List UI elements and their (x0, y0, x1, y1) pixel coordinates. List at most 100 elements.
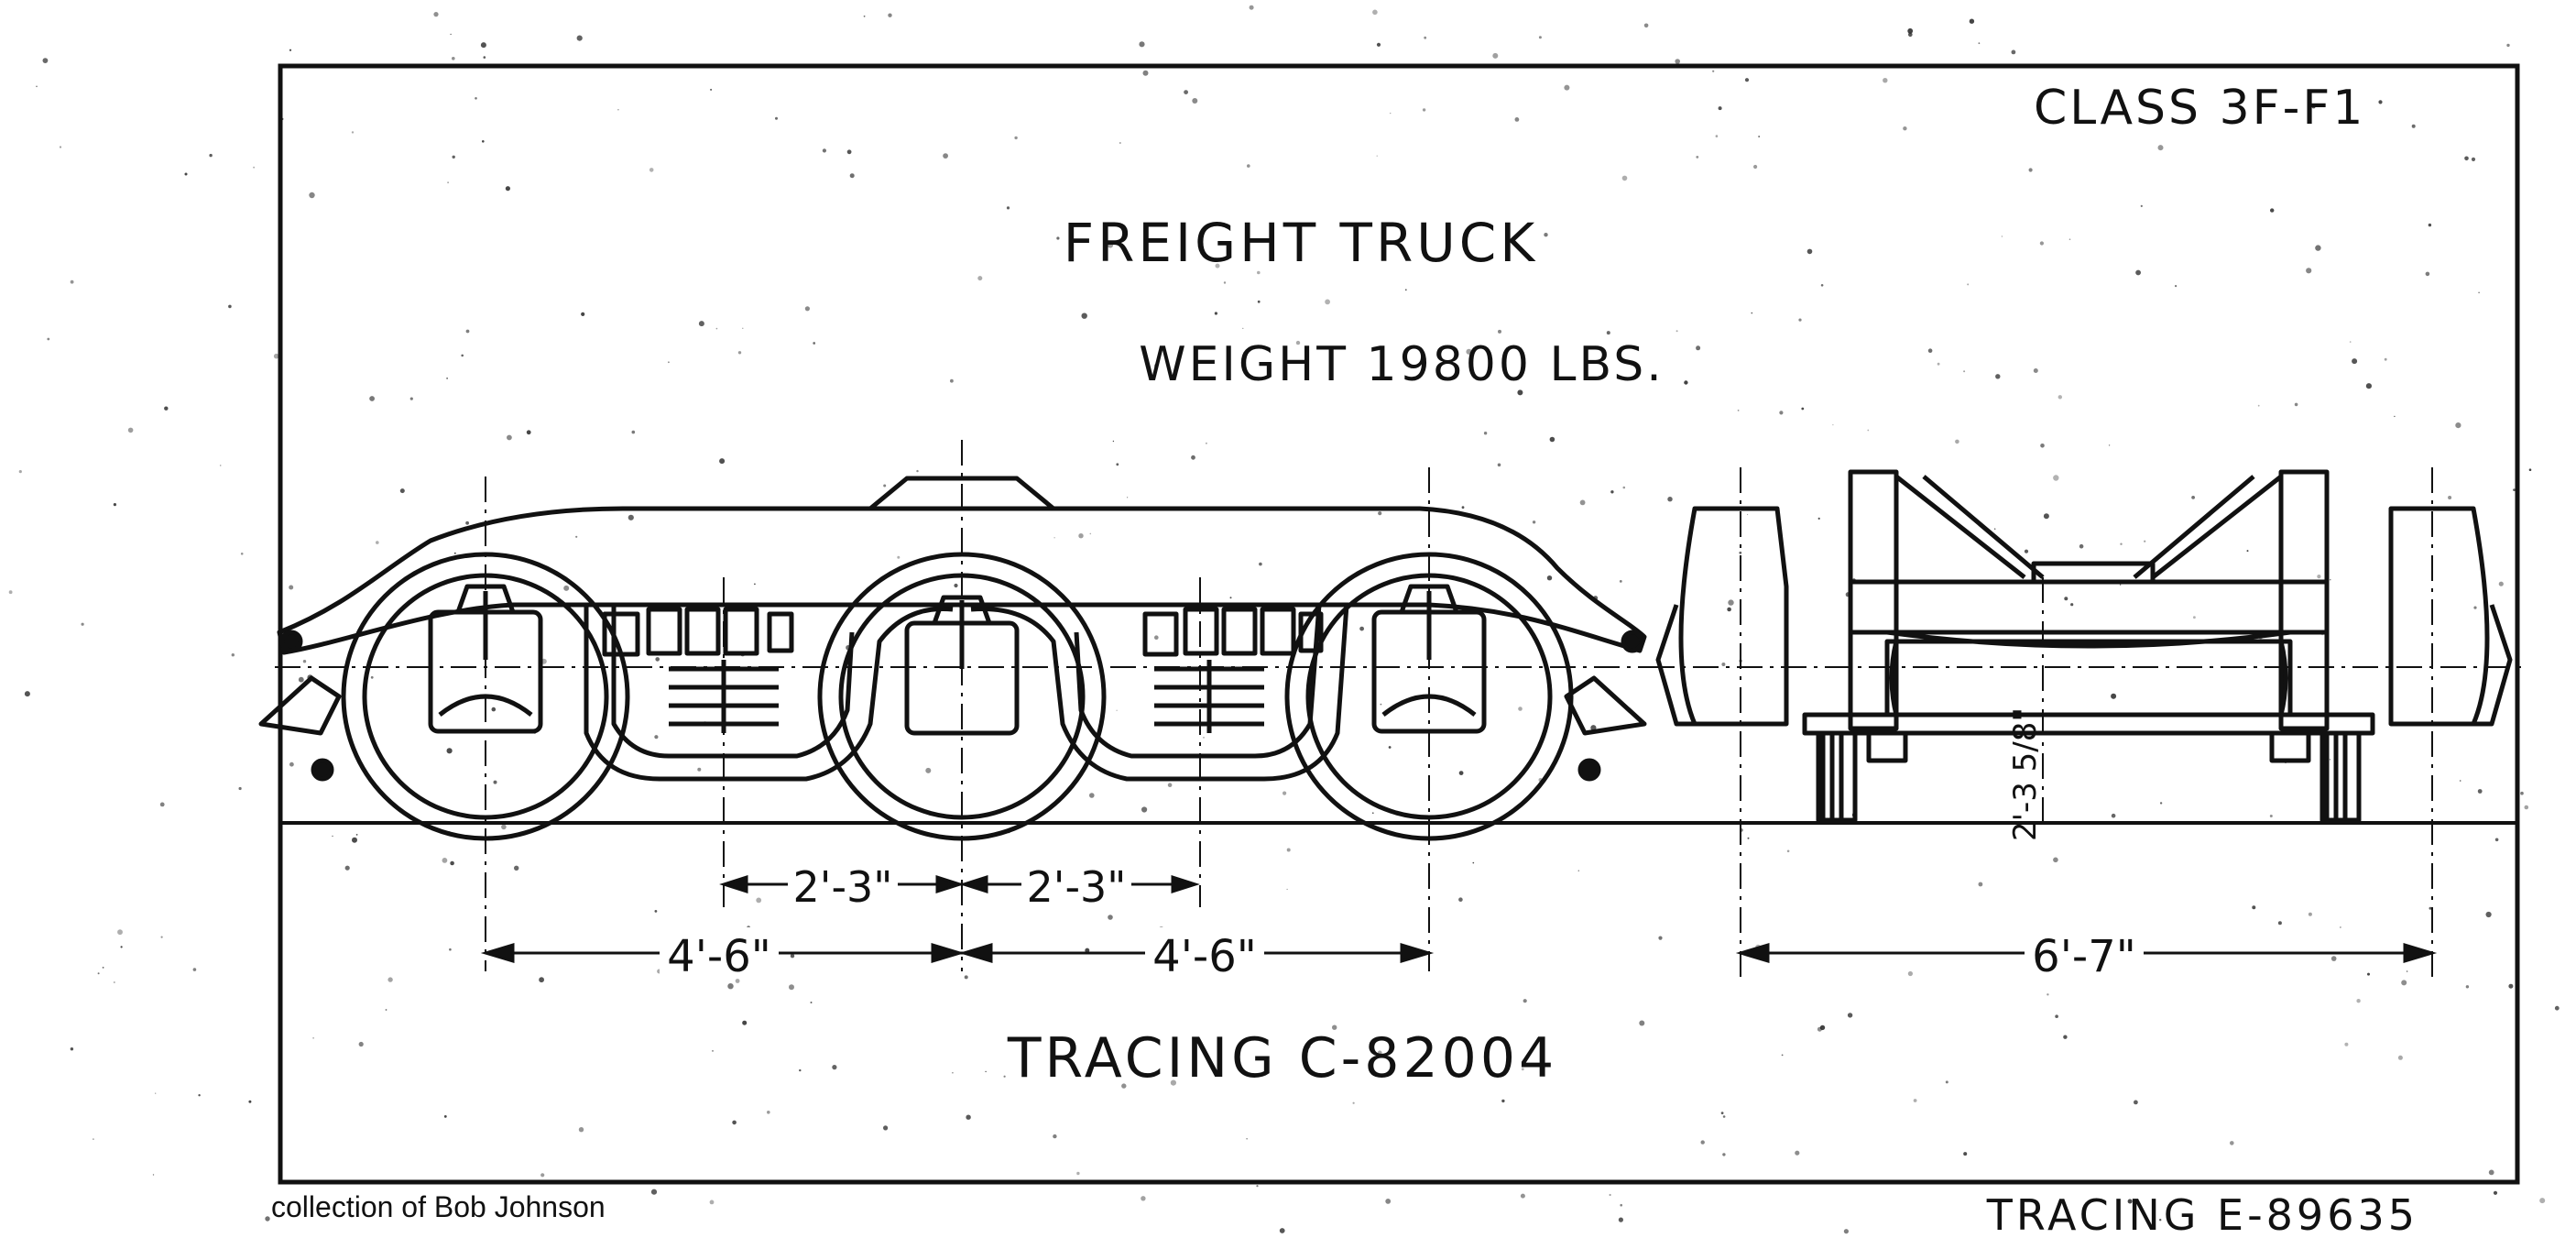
speckle (790, 954, 795, 959)
speckle (1520, 1193, 1525, 1199)
speckle (1967, 283, 1970, 286)
speckle (1639, 1020, 1645, 1026)
speckle (231, 653, 235, 657)
speckle (2033, 368, 2038, 373)
speckle (238, 786, 242, 791)
speckle (1246, 1138, 1248, 1140)
speckle (18, 470, 22, 474)
speckle (1325, 299, 1330, 305)
speckle (2554, 1005, 2560, 1011)
speckle (1139, 41, 1145, 48)
speckle (1112, 440, 1115, 443)
speckle (2127, 1199, 2133, 1204)
speckle (452, 155, 455, 159)
speckle (289, 585, 294, 590)
speckle (253, 166, 255, 169)
speckle (1798, 318, 1802, 322)
speckle (1116, 709, 1118, 711)
class-label: CLASS 3F-F1 (2034, 81, 2365, 136)
speckle (352, 837, 357, 843)
speckle (897, 555, 901, 559)
speckle (1121, 1083, 1127, 1089)
speckle (2330, 956, 2337, 961)
speckle (1192, 98, 1198, 104)
speckle (2053, 475, 2059, 481)
speckle (1259, 562, 1262, 566)
speckle (2429, 906, 2432, 910)
speckle (1385, 1199, 1392, 1204)
speckle (70, 1047, 74, 1051)
speckle (2513, 488, 2516, 491)
speckle (2477, 789, 2483, 794)
speckle (804, 306, 811, 312)
speckle (433, 12, 439, 17)
speckle (2140, 204, 2143, 207)
speckle (2175, 285, 2178, 288)
speckle (966, 1114, 971, 1120)
speckle (2384, 357, 2387, 361)
speckle (475, 97, 477, 100)
tracing-corner: TRACING E-89635 (1986, 1190, 2418, 1240)
speckle (2397, 1055, 2403, 1060)
speckle (2352, 358, 2358, 365)
speckle (754, 583, 756, 586)
speckle (81, 622, 84, 626)
speckle (184, 172, 188, 176)
speckle (2040, 444, 2045, 448)
speckle (1696, 156, 1699, 159)
speckle (540, 1173, 545, 1178)
speckle (1249, 5, 1254, 10)
speckle (1978, 42, 1981, 45)
speckle (442, 858, 448, 863)
speckle (1167, 783, 1173, 787)
speckle (2539, 1198, 2546, 1204)
speckle (2252, 905, 2256, 910)
speckle (2471, 157, 2476, 161)
speckle (799, 1068, 802, 1072)
speckle (1242, 327, 1244, 329)
speckle (1619, 580, 1622, 583)
speckle (719, 458, 726, 465)
speckle (1461, 506, 1465, 509)
speckle (1514, 116, 1520, 122)
speckle (1579, 499, 1586, 506)
speckle (514, 865, 519, 871)
speckle (1089, 532, 1092, 535)
speckle (1377, 1050, 1382, 1056)
speckle (127, 427, 134, 433)
speckle (47, 337, 50, 341)
speckle (248, 1100, 252, 1103)
speckle (756, 897, 762, 904)
speckle (863, 15, 866, 17)
speckle (1372, 812, 1374, 814)
speckle (846, 149, 852, 155)
speckle (385, 1009, 387, 1011)
speckle (1722, 1115, 1726, 1118)
speckle (1501, 1099, 1505, 1103)
weight-label: WEIGHT 19800 LBS. (1139, 337, 1665, 392)
speckle (160, 936, 163, 938)
speckle (950, 378, 954, 383)
speckle (2488, 1169, 2494, 1176)
speckle (1283, 791, 1287, 795)
speckle (1141, 806, 1148, 813)
speckle (97, 972, 100, 975)
speckle (198, 1094, 201, 1097)
speckle (1483, 432, 1488, 435)
speckle (493, 780, 497, 784)
drawing-border (278, 63, 2520, 1185)
speckle (712, 1050, 714, 1052)
speckle (1744, 78, 1750, 82)
speckle (2028, 168, 2033, 172)
speckle (302, 660, 307, 663)
speckle (2401, 980, 2407, 986)
speckle (628, 514, 634, 520)
speckle (450, 860, 454, 866)
speckle (2315, 245, 2321, 251)
speckle (2135, 269, 2142, 276)
speckle (2157, 145, 2164, 151)
speckle (1700, 1140, 1705, 1145)
speckle (1498, 329, 1501, 334)
speckle (1154, 635, 1159, 640)
speckle (1119, 142, 1121, 144)
